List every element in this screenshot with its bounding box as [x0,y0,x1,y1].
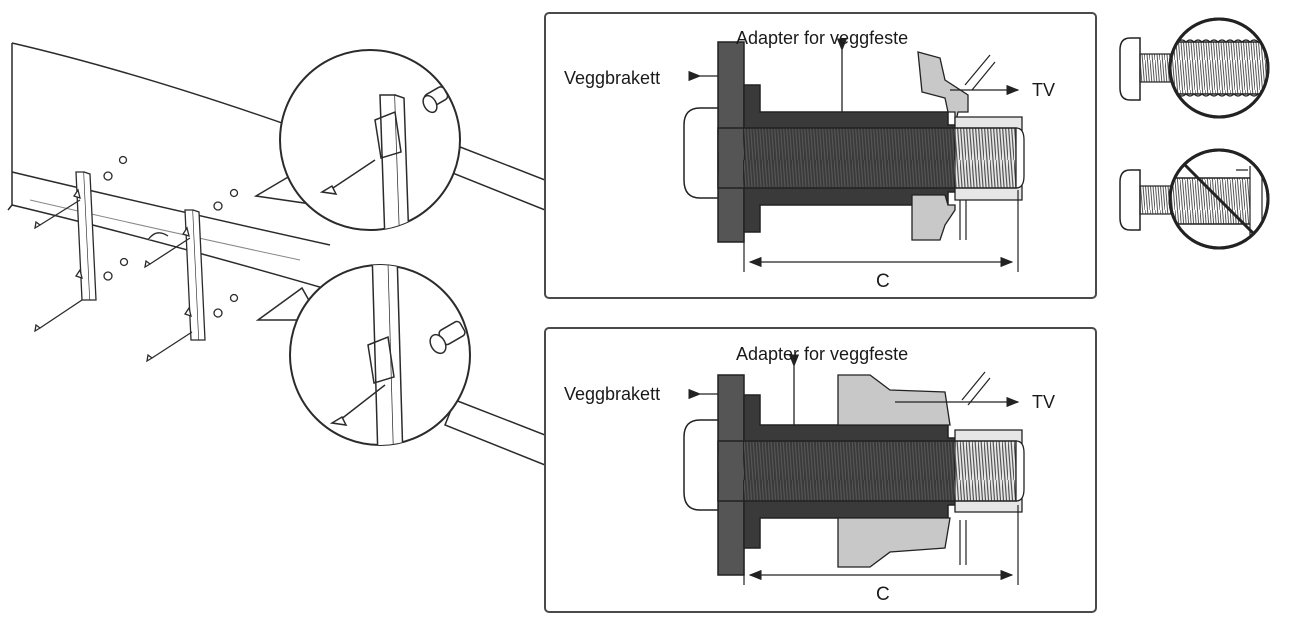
screw-head [683,419,719,511]
detail-panel-bottom: Veggbrakett Adapter for veggfeste TV C [544,327,1097,613]
prohibited-icon [1168,148,1270,250]
zoom-circle-top [279,49,461,231]
wall-bracket-right [181,209,206,341]
adapter-label: Adapter for veggfeste [736,28,908,48]
tv-shell [837,374,951,426]
curved-tv-back [7,42,331,291]
screw-head [683,107,719,199]
wall-bracket-left [72,171,97,301]
tv-label: TV [1032,392,1055,412]
tv-label: TV [1032,80,1055,100]
screw-correct-thread [1119,17,1270,119]
mounting-screws-small [34,155,239,363]
wall-bracket-label: Veggbrakett [564,68,660,88]
detail-panel-top: Veggbrakett Adapter for veggfeste TV C [544,12,1097,299]
wall-bracket-label: Veggbrakett [564,384,660,404]
zoom-circle-bottom [289,264,471,446]
dimension-c-label: C [876,584,890,605]
adapter-label: Adapter for veggfeste [736,344,908,364]
screw-wrong-thread [1119,148,1270,250]
screw-shaft [717,440,1017,502]
screw-shaft [717,127,1017,189]
dimension-c-label: C [876,271,890,292]
